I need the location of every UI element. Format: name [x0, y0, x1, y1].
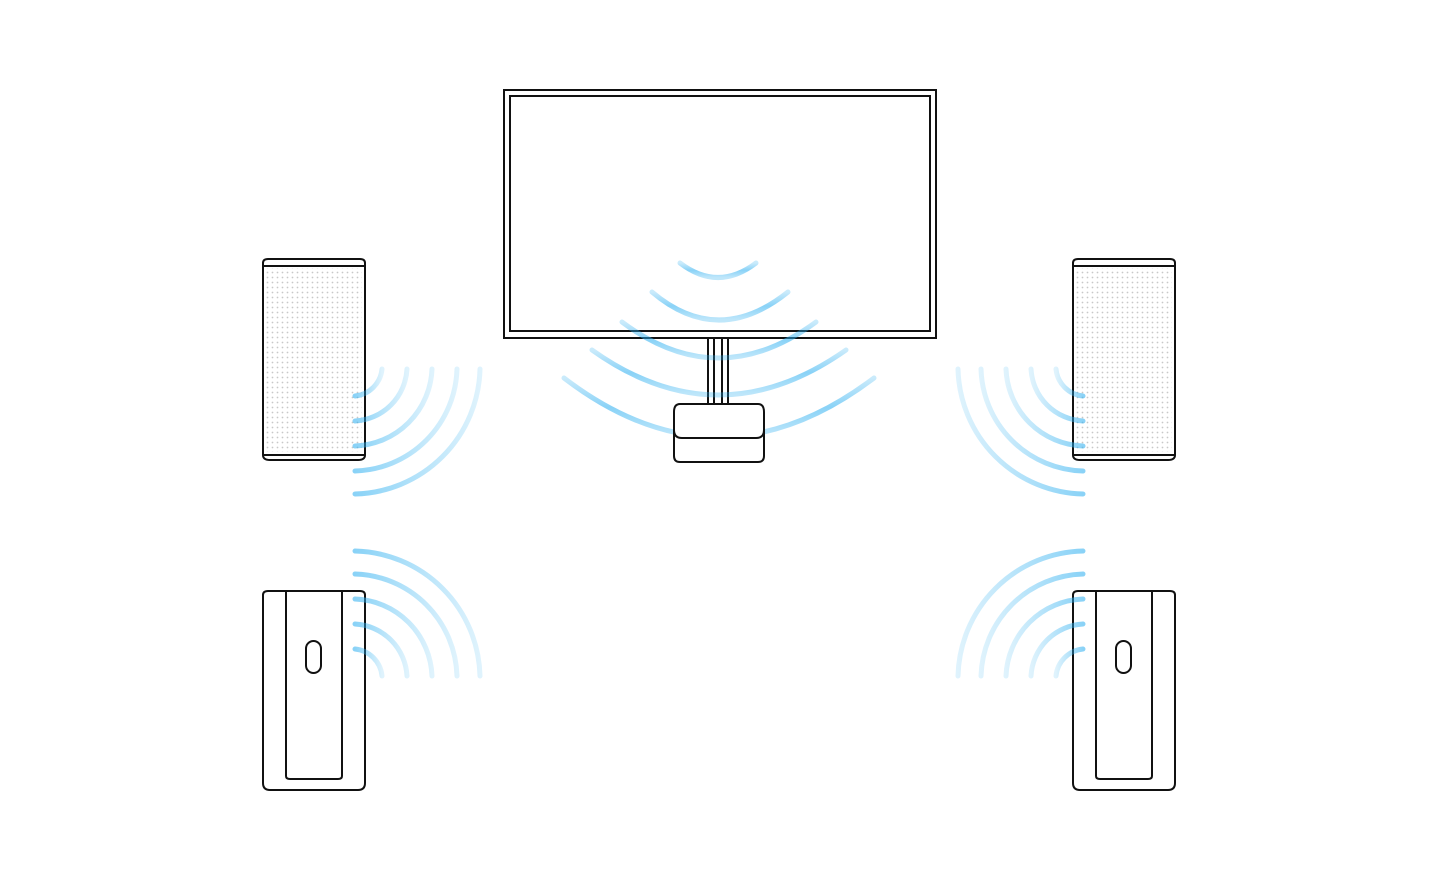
signal-arc [352, 366, 410, 424]
signal-arc [978, 571, 1086, 679]
front-left-speaker-icon [262, 258, 366, 461]
signal-arc [955, 548, 1086, 679]
signal-arc [1028, 621, 1086, 679]
signal-arc [352, 596, 435, 679]
signal-arc [352, 621, 410, 679]
signal-arc [352, 366, 385, 399]
signal-arc [589, 347, 849, 398]
signal-arc [955, 366, 1086, 497]
signal-arc [1003, 596, 1086, 679]
rear-left-speaker-icon [262, 590, 366, 791]
signal-arc [352, 366, 460, 474]
signal-arc [649, 289, 791, 323]
signal-arc [352, 571, 460, 679]
signal-arc [352, 548, 483, 679]
signal-arc [619, 319, 819, 361]
front-right-signal-waves [955, 366, 1086, 497]
hub-icon [673, 403, 765, 463]
signal-arc [1053, 366, 1086, 399]
rear-left-signal-waves [352, 548, 483, 679]
signal-arc [352, 366, 483, 497]
front-left-signal-waves [352, 366, 483, 497]
signal-arc [677, 260, 759, 280]
signal-arc [1053, 646, 1086, 679]
signal-arc [352, 646, 385, 679]
signal-arc [1003, 366, 1086, 449]
rear-right-speaker-icon [1072, 590, 1176, 791]
signal-arc [1028, 366, 1086, 424]
signal-arc [978, 366, 1086, 474]
rear-right-signal-waves [955, 548, 1086, 679]
signal-arc [352, 366, 435, 449]
front-right-speaker-icon [1072, 258, 1176, 461]
tv-icon [503, 89, 937, 407]
